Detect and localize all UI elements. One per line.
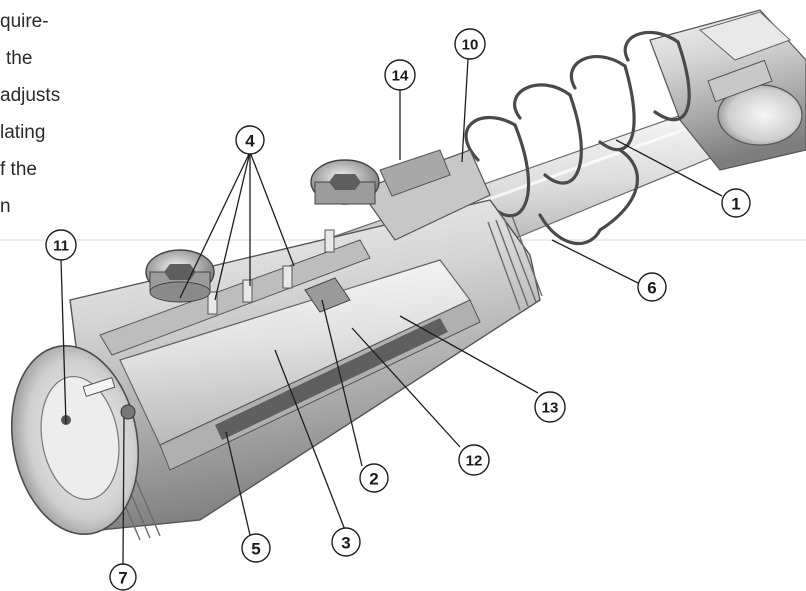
- callout-label-3: 3: [341, 534, 350, 553]
- callout-circle-3: [331, 527, 361, 557]
- text-fragment-line-3: adjusts: [0, 85, 61, 106]
- callout-circle-13: [534, 391, 566, 423]
- nut: [304, 277, 351, 313]
- callout-circle-14: [384, 59, 416, 91]
- lower-slot: [215, 318, 448, 440]
- text-fragment-line-5: f the: [0, 159, 37, 180]
- dowel: [82, 376, 116, 398]
- text-fragment-line-1: quire-: [0, 11, 49, 32]
- callout-circle-6: [637, 272, 667, 302]
- callout-label-11: 11: [53, 238, 69, 255]
- callout-circle-10: [454, 28, 486, 60]
- callout-circle-1: [721, 188, 751, 218]
- text-fragment-line-6: n: [0, 196, 11, 217]
- callout-circle-7: [109, 563, 137, 591]
- callout-label-1: 1: [731, 195, 740, 214]
- housing: [10, 149, 543, 541]
- callout-labels: 1 2 3 4 5 6 7 10 11 12 13 14: [53, 37, 741, 588]
- callout-label-4: 4: [245, 132, 255, 151]
- callout-label-13: 13: [542, 400, 559, 417]
- callout-label-6: 6: [647, 279, 656, 298]
- callout-circle-11: [45, 229, 77, 261]
- text-fragment-line-4: lating: [0, 122, 46, 143]
- callout-circle-4: [235, 125, 265, 155]
- callout-label-7: 7: [118, 569, 127, 588]
- leader-lines: [60, 58, 723, 566]
- callout-circle-5: [241, 533, 271, 563]
- callout-circle-12: [458, 444, 490, 476]
- callout-label-10: 10: [462, 37, 479, 54]
- upper-wall: [99, 239, 371, 356]
- callout-label-12: 12: [466, 453, 483, 470]
- callout-circle-2: [359, 463, 389, 493]
- callout-label-2: 2: [369, 470, 378, 489]
- screw-cap-rear: [310, 159, 380, 205]
- text-fragment-line-2: the: [6, 48, 33, 69]
- callout-label-5: 5: [251, 540, 260, 559]
- pins: [207, 229, 335, 315]
- screw-cap-front: [145, 249, 215, 303]
- callout-label-14: 14: [392, 68, 409, 85]
- callout-circles: [45, 28, 751, 591]
